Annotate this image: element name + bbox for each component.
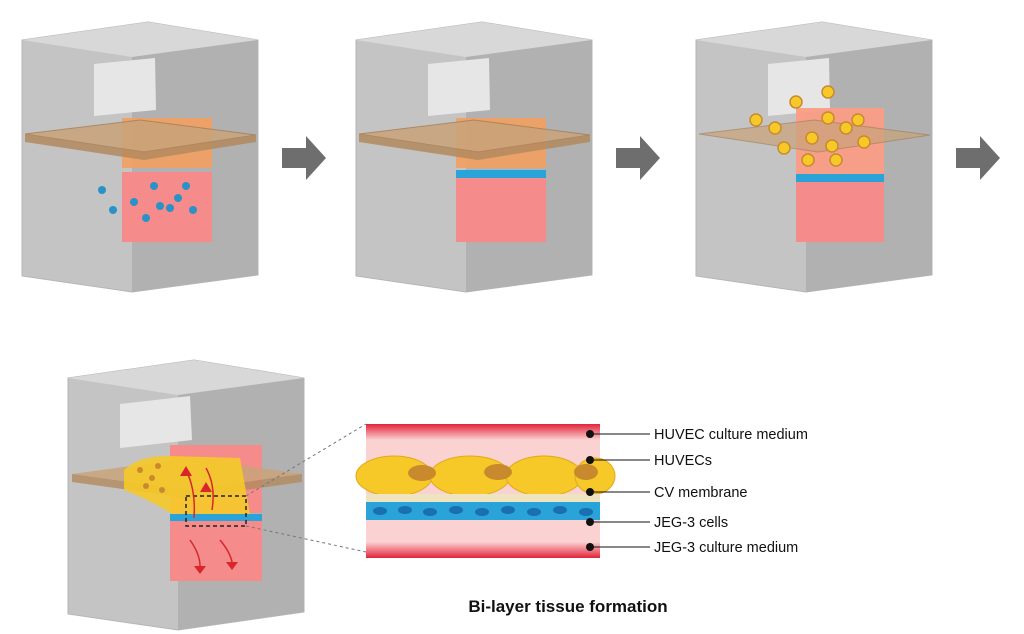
label-pointers xyxy=(590,433,650,548)
huvec-cell-layer xyxy=(355,455,616,497)
step-3-chamber xyxy=(695,21,933,293)
top-window xyxy=(768,58,830,116)
top-window xyxy=(94,58,156,116)
step-1-chamber xyxy=(21,21,259,293)
label-dots xyxy=(586,430,594,551)
cv-membrane-layer xyxy=(366,494,600,502)
top-window xyxy=(428,58,490,116)
step-arrow-3 xyxy=(956,136,1000,180)
zoom-region-box xyxy=(185,495,247,527)
jeg3-cell-layer xyxy=(366,502,600,520)
label-huvec-culture-medium: HUVEC culture medium xyxy=(654,427,808,443)
step-4-chamber xyxy=(67,359,305,631)
step-arrow-1 xyxy=(282,136,326,180)
zoom-line-top xyxy=(245,423,367,497)
chamber-top-face xyxy=(68,360,304,395)
lower-compartment xyxy=(170,521,262,581)
arrow-heads xyxy=(180,466,238,574)
step-arrow-2 xyxy=(616,136,660,180)
step-2-chamber xyxy=(355,21,593,293)
huvec-tissue-layer xyxy=(124,455,250,514)
chamber-top-face xyxy=(356,22,592,57)
huvec-cells-seeding xyxy=(749,85,871,167)
lower-compartment xyxy=(796,182,884,242)
lower-compartment xyxy=(456,178,546,242)
top-window xyxy=(120,396,192,448)
label-jeg3-culture-medium: JEG-3 culture medium xyxy=(654,540,798,556)
chamber-top-face xyxy=(22,22,258,57)
cv-membrane-front xyxy=(25,134,256,160)
jeg3-monolayer xyxy=(170,514,262,521)
label-cv-membrane: CV membrane xyxy=(654,485,747,501)
figure-caption: Bi-layer tissue formation xyxy=(468,597,667,616)
jeg3-cells-seeding xyxy=(98,182,197,222)
zoom-line-bottom xyxy=(245,525,367,553)
cv-membrane-front xyxy=(359,134,590,160)
bilayer-detail-panel xyxy=(355,424,616,558)
jeg3-monolayer xyxy=(796,174,884,182)
chamber-top-face xyxy=(696,22,932,57)
label-huvecs: HUVECs xyxy=(654,453,712,469)
label-jeg3-cells: JEG-3 cells xyxy=(654,515,728,531)
jeg3-monolayer xyxy=(456,170,546,178)
